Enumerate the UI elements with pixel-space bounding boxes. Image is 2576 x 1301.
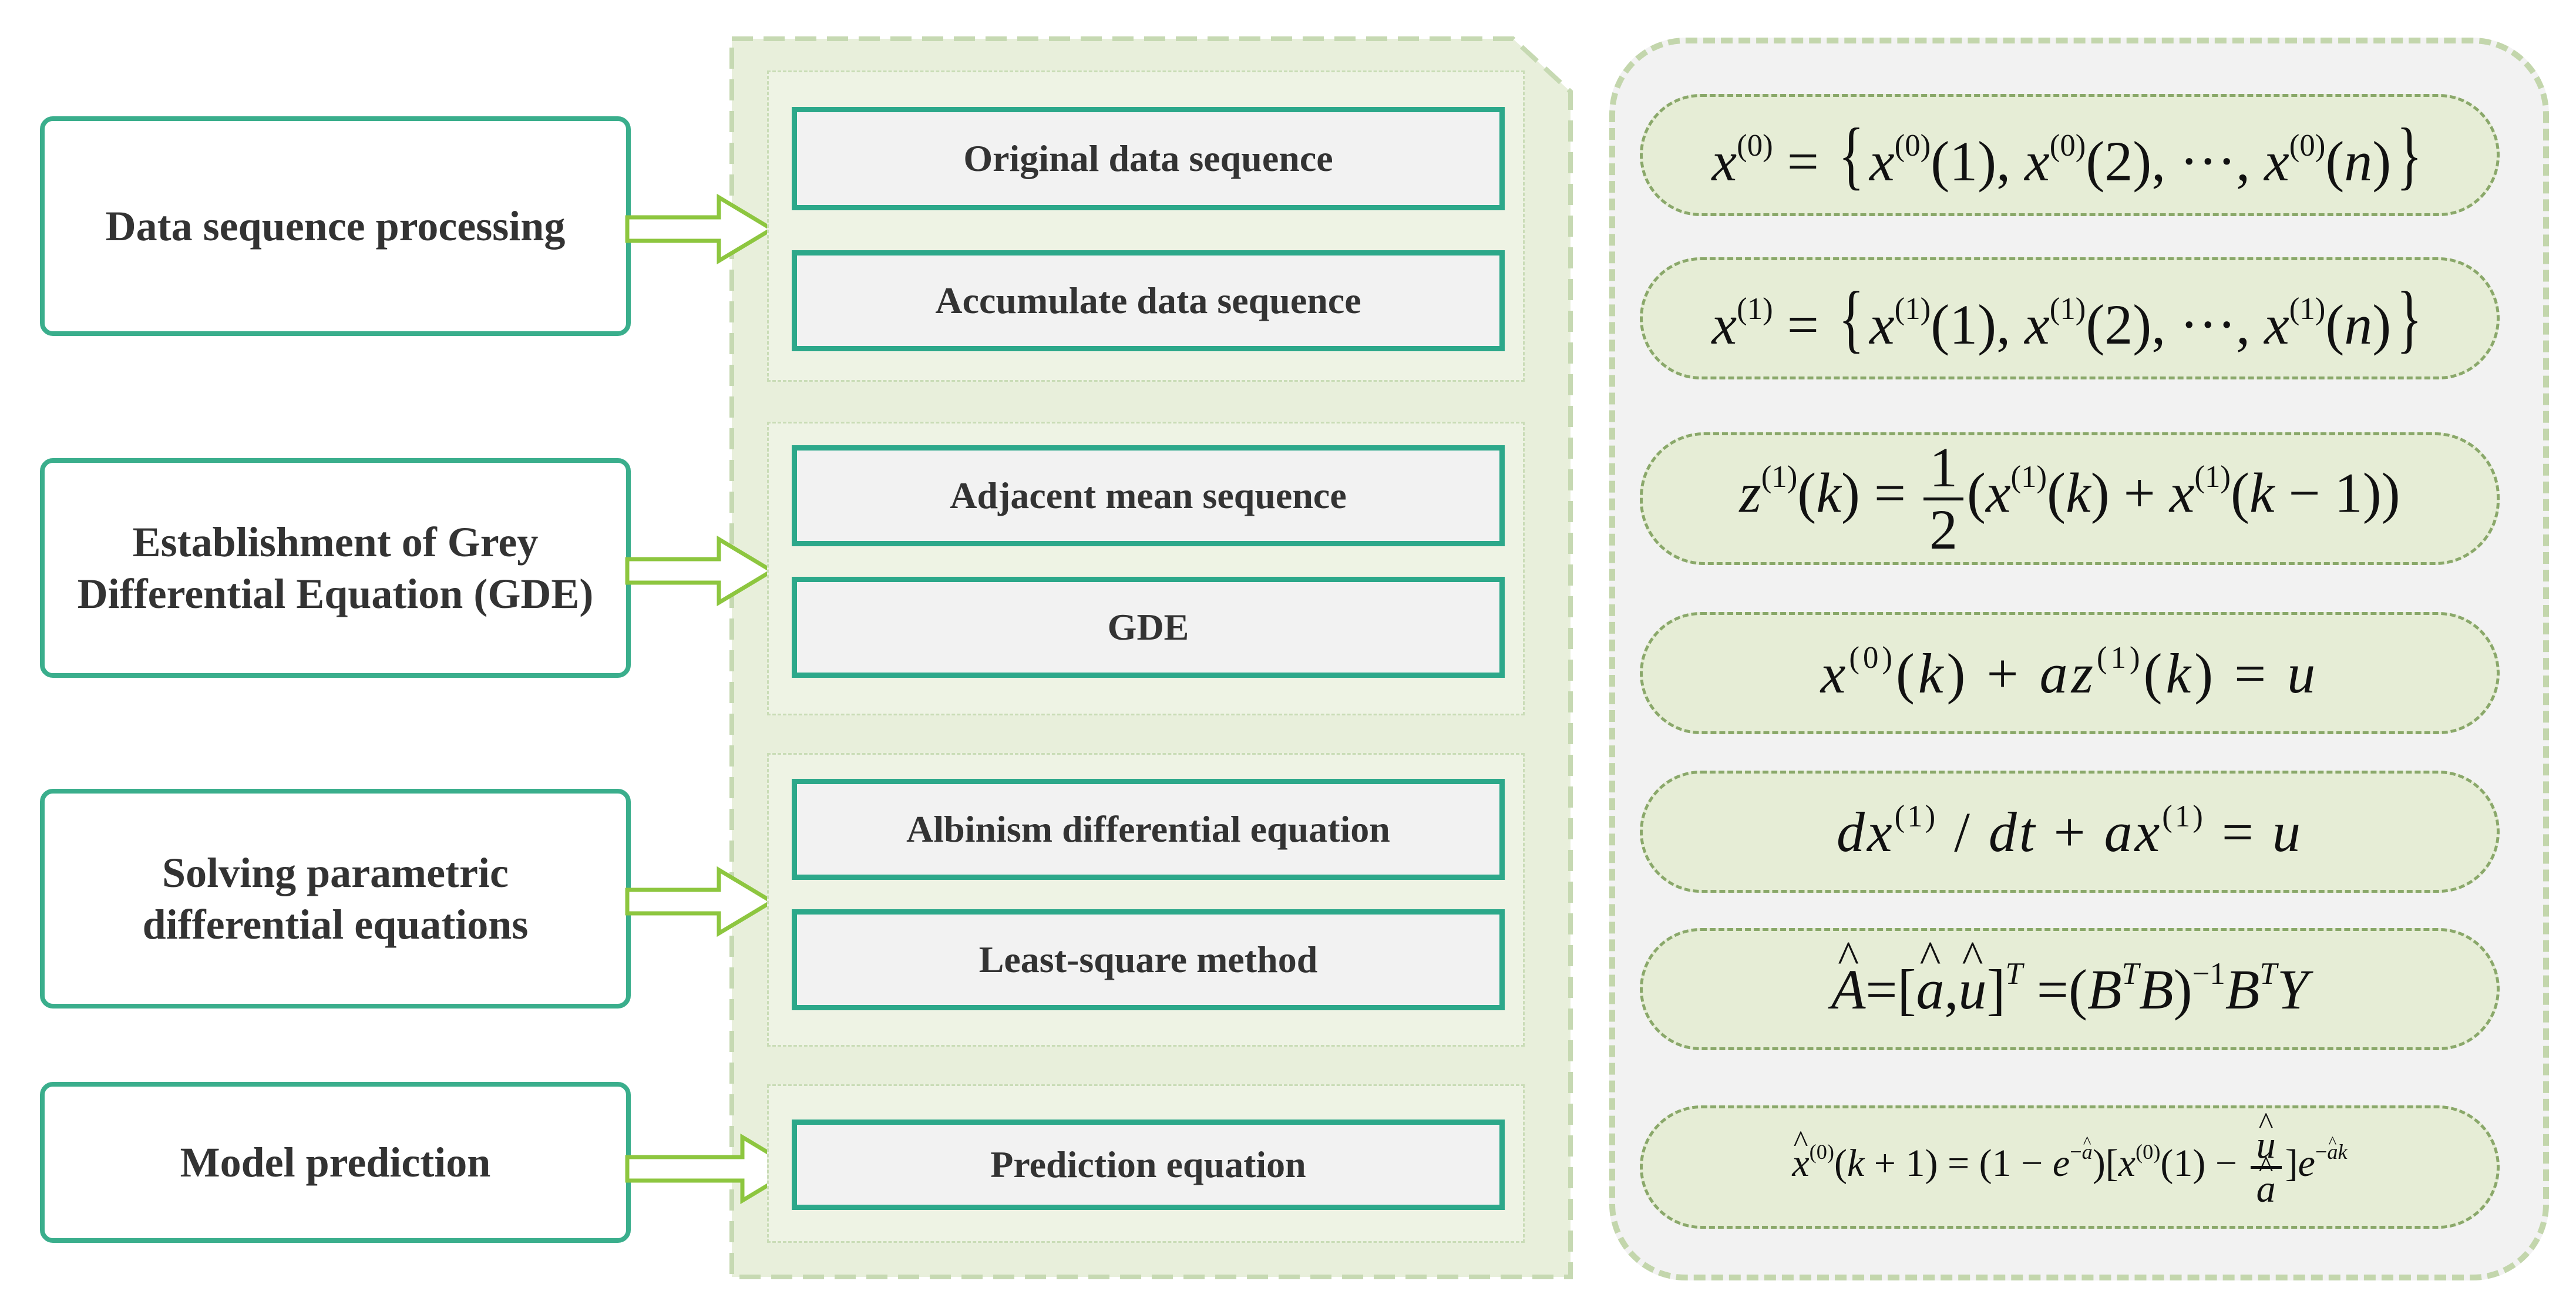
step-model-prediction: Model prediction [40, 1082, 631, 1243]
formula-text: A=[a,u]T =(BTB)−1BTY [1831, 932, 2308, 1022]
arrow-right-icon [625, 535, 776, 607]
formula-text: x(0)(k) + az(1)(k) = u [1820, 640, 2319, 705]
step-establishment-gde: Establishment of Grey Differential Equat… [40, 458, 631, 678]
formula-text: dx(1) / dt + ax(1) = u [1837, 799, 2303, 863]
item-label: GDE [1107, 606, 1189, 648]
item-adjacent-mean-sequence: Adjacent mean sequence [792, 445, 1505, 546]
item-prediction-equation: Prediction equation [792, 1120, 1505, 1210]
step-label: Data sequence processing [105, 203, 566, 250]
item-original-data-sequence: Original data sequence [792, 107, 1505, 210]
item-label: Original data sequence [963, 137, 1333, 179]
formula-gde: x(0)(k) + az(1)(k) = u [1640, 612, 2500, 734]
item-label: Adjacent mean sequence [950, 475, 1347, 516]
item-label: Prediction equation [990, 1144, 1306, 1185]
item-label: Albinism differential equation [906, 808, 1390, 850]
step-label: Model prediction [180, 1139, 491, 1186]
item-label: Accumulate data sequence [935, 280, 1361, 321]
formula-albinism: dx(1) / dt + ax(1) = u [1640, 771, 2500, 893]
item-albinism-differential-equation: Albinism differential equation [792, 779, 1505, 880]
step-label: Establishment of Grey Differential Equat… [77, 519, 594, 617]
item-least-square-method: Least-square method [792, 909, 1505, 1010]
item-label: Least-square method [978, 939, 1318, 980]
formula-text: x(0)(k + 1) = (1 − e−a)[x(0)(1) − ua]e−a… [1792, 1108, 2347, 1209]
formula-prediction: x(0)(k + 1) = (1 − e−a)[x(0)(1) − ua]e−a… [1640, 1105, 2500, 1229]
formula-original-sequence: x(0) = {x(0)(1), x(0)(2), ···, x(0)(n)} [1640, 94, 2500, 216]
formula-text: x(1) = {x(1)(1), x(1)(2), ···, x(1)(n)} [1711, 276, 2423, 361]
item-accumulate-data-sequence: Accumulate data sequence [792, 250, 1505, 351]
formula-least-squares: A=[a,u]T =(BTB)−1BTY [1640, 928, 2500, 1050]
formula-text: x(0) = {x(0)(1), x(0)(2), ···, x(0)(n)} [1711, 113, 2423, 197]
step-label: Solving parametric differential equation… [142, 849, 529, 948]
formula-accumulate-sequence: x(1) = {x(1)(1), x(1)(2), ···, x(1)(n)} [1640, 257, 2500, 379]
arrow-right-icon [625, 193, 776, 265]
arrow-right-icon [625, 866, 776, 937]
item-gde: GDE [792, 577, 1505, 678]
step-solving-parametric: Solving parametric differential equation… [40, 789, 631, 1008]
step-data-sequence-processing: Data sequence processing [40, 116, 631, 336]
